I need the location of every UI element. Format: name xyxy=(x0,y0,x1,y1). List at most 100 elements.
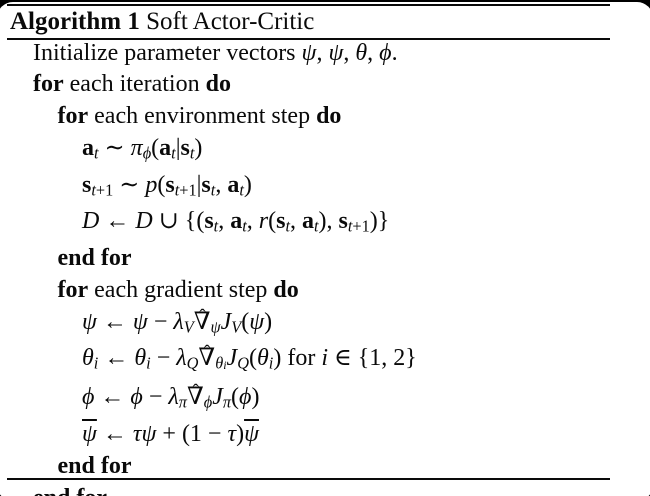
algorithm-line: ψ ← ψ − λV∇ψJV(ψ) xyxy=(0,307,650,344)
math-segment: θ xyxy=(215,353,224,373)
math-segment: t xyxy=(347,217,353,236)
math-segment: ψ xyxy=(82,420,97,447)
math-segment: each iteration xyxy=(63,71,206,98)
math-segment: a xyxy=(230,208,243,235)
top-rule xyxy=(7,3,610,7)
math-segment: i xyxy=(268,353,274,373)
algorithm-line: D ← D ∪ {(st, at, r(st, at), st+1)} xyxy=(0,206,650,243)
math-segment: )} xyxy=(369,208,390,235)
math-segment: ∼ xyxy=(98,135,131,162)
math-segment: ← xyxy=(96,420,133,447)
math-segment: ∇ xyxy=(187,382,204,414)
math-segment: i xyxy=(321,345,328,372)
math-segment: , xyxy=(218,208,231,235)
math-segment: τψ xyxy=(132,420,157,447)
math-segment: ) for xyxy=(273,345,322,372)
math-segment: λ xyxy=(173,308,184,335)
math-segment: t xyxy=(91,180,96,200)
math-segment: s xyxy=(180,135,190,162)
math-segment: λ xyxy=(176,345,187,372)
math-segment: t xyxy=(213,217,219,236)
math-segment: for xyxy=(57,103,89,130)
algorithm-title: Algorithm 1 Soft Actor-Critic xyxy=(10,7,314,37)
math-segment: p xyxy=(145,171,158,198)
math-segment: D xyxy=(135,208,153,235)
math-segment: a xyxy=(227,171,240,198)
math-segment: ), xyxy=(318,208,339,235)
math-segment: s xyxy=(201,171,211,198)
math-segment: ϕ xyxy=(379,39,392,66)
math-segment: end for xyxy=(57,452,132,479)
math-segment: ( xyxy=(241,308,250,335)
math-segment: , xyxy=(316,39,329,66)
math-segment: for xyxy=(33,71,64,98)
math-segment: J xyxy=(226,345,238,372)
math-segment: | xyxy=(175,135,181,162)
math-segment: , xyxy=(343,39,356,66)
header-rule xyxy=(7,38,610,40)
math-segment: +1 xyxy=(352,217,370,236)
math-segment: ( xyxy=(151,135,160,162)
math-segment: ∪ {( xyxy=(152,208,205,235)
math-segment: − xyxy=(142,384,169,411)
math-segment: | xyxy=(196,171,202,198)
math-segment: J xyxy=(212,384,223,411)
math-segment: , xyxy=(215,171,228,198)
math-segment: ∇ xyxy=(194,307,211,339)
math-segment: ) xyxy=(194,135,203,162)
math-segment: ← xyxy=(99,208,136,235)
math-segment: ( xyxy=(231,384,240,411)
math-segment: a xyxy=(82,135,94,162)
math-segment: Q xyxy=(237,353,249,373)
math-segment: π xyxy=(178,393,187,412)
math-segment: a xyxy=(301,208,314,235)
math-segment: ← xyxy=(98,345,135,372)
math-segment: ψ xyxy=(82,308,97,335)
algorithm-line: for each environment step do xyxy=(0,101,650,133)
math-segment: t xyxy=(171,143,176,163)
algorithm-line: θi ← θi − λQ∇θiJQ(θi) for i ∈ {1, 2} xyxy=(0,343,650,382)
math-segment: ( xyxy=(157,171,166,198)
math-segment: , xyxy=(367,39,380,66)
math-segment: r xyxy=(258,208,269,235)
algorithm-line: end for xyxy=(0,483,650,496)
math-segment: i xyxy=(146,353,151,373)
math-segment: Q xyxy=(186,353,199,373)
math-segment: ) xyxy=(236,420,245,447)
math-segment: ψ xyxy=(249,308,265,335)
algorithm-line: ψ ← τψ + (1 − τ)ψ xyxy=(0,419,650,451)
math-segment: t xyxy=(242,217,247,236)
math-segment: V xyxy=(231,317,242,337)
math-segment: θ xyxy=(256,345,269,372)
math-segment: ∇ xyxy=(198,343,215,375)
math-segment: +1 xyxy=(179,180,197,200)
math-segment: t xyxy=(174,180,180,200)
math-segment: + (1 − xyxy=(156,420,228,447)
math-segment: ( xyxy=(248,345,257,372)
algorithm-line: for each gradient step do xyxy=(0,275,650,307)
math-segment: t xyxy=(94,143,99,163)
math-segment: s xyxy=(165,171,175,198)
math-segment: a xyxy=(159,135,172,162)
math-segment: end for xyxy=(57,244,132,271)
math-segment: s xyxy=(82,171,92,198)
math-segment: do xyxy=(273,276,299,303)
math-segment: . xyxy=(391,39,398,66)
math-segment: ( xyxy=(268,208,277,235)
math-segment: ϕ xyxy=(82,384,95,411)
math-segment: θ xyxy=(134,345,147,372)
algorithm-line: st+1 ∼ p(st+1|st, at) xyxy=(0,170,650,207)
algorithm-line: end for xyxy=(0,451,650,483)
math-segment: ∈ {1, 2} xyxy=(327,345,417,372)
math-segment: D xyxy=(82,208,100,235)
math-segment: do xyxy=(205,71,231,98)
math-segment: t xyxy=(210,180,216,200)
math-segment: ) xyxy=(251,384,260,411)
algorithm-line: ϕ ← ϕ − λπ∇ϕJπ(ϕ) xyxy=(0,382,650,419)
math-segment: i xyxy=(223,358,227,373)
math-segment: V xyxy=(183,317,194,337)
math-segment: θ xyxy=(355,39,368,66)
math-segment: +1 xyxy=(95,180,114,200)
